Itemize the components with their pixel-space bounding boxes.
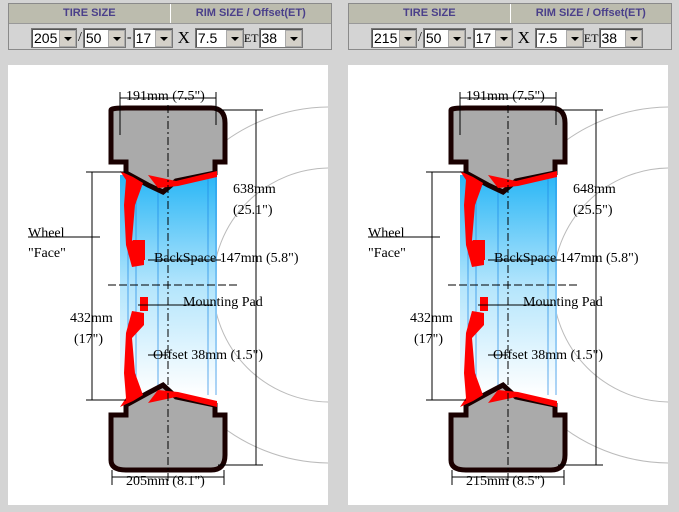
tire-width-value: 205 xyxy=(34,30,58,46)
chevron-down-icon xyxy=(284,29,302,47)
mounting-pad-label: Mounting Pad xyxy=(183,295,263,310)
tire-width-value: 215 xyxy=(374,30,398,46)
rim-width-value: 7.5 xyxy=(197,30,218,46)
mounting-pad-label: Mounting Pad xyxy=(523,295,603,310)
separator: - xyxy=(466,30,472,45)
chevron-down-icon xyxy=(494,29,512,47)
offset-value: 38 xyxy=(601,30,618,46)
tire-size-header: TIRE SIZE xyxy=(349,4,511,23)
chevron-down-icon xyxy=(154,29,172,47)
et-label: ET xyxy=(583,30,599,45)
diameter-value: 17 xyxy=(475,30,492,46)
mounting-pad xyxy=(473,240,485,260)
chevron-down-icon xyxy=(399,29,416,47)
wheel-diameter-in: (17") xyxy=(414,332,443,347)
wheel-spoke xyxy=(460,171,484,267)
wheel-diameter-in: (17") xyxy=(74,332,103,347)
offset-select[interactable]: 38 xyxy=(258,28,303,48)
et-label: ET xyxy=(243,30,259,45)
chevron-down-icon xyxy=(565,29,583,47)
aspect-value: 50 xyxy=(85,30,102,46)
chevron-down-icon xyxy=(225,29,243,47)
diameter-value: 17 xyxy=(135,30,152,46)
separator: - xyxy=(126,30,132,45)
wheel-diagram: 191mm (7.5") 638mm (25.1") Wheel "Face" … xyxy=(28,89,328,489)
tire-width-label: 215mm (8.5") xyxy=(466,474,545,489)
offset-label: Offset 38mm (1.5") xyxy=(493,348,603,363)
tire-diameter-mm: 648mm xyxy=(573,182,616,197)
rim-width-label: 191mm (7.5") xyxy=(466,89,545,104)
separator: / xyxy=(418,30,422,45)
chevron-down-icon xyxy=(624,29,642,47)
wheel-spoke xyxy=(460,311,484,407)
rim-width-select[interactable]: 7.5 xyxy=(534,28,584,48)
tire-width-select[interactable]: 205 xyxy=(31,28,77,48)
aspect-value: 50 xyxy=(425,30,442,46)
tire-diameter-mm: 638mm xyxy=(233,182,276,197)
rim-size-header: RIM SIZE / Offset(ET) xyxy=(535,7,646,19)
tire-diameter-in: (25.5") xyxy=(573,203,613,218)
tire-diameter-in: (25.1") xyxy=(233,203,273,218)
aspect-ratio-select[interactable]: 50 xyxy=(422,28,466,48)
wheel-diagram: 191mm (7.5") 648mm (25.5") Wheel "Face" … xyxy=(368,89,668,489)
backspace-label: BackSpace 147mm (5.8") xyxy=(154,251,299,266)
tire-width-select[interactable]: 215 xyxy=(371,28,417,48)
wheel-diameter-mm: 432mm xyxy=(70,311,113,326)
wheel-spoke xyxy=(120,171,144,267)
backspace-label: BackSpace 147mm (5.8") xyxy=(494,251,639,266)
wheel-face-label-2: "Face" xyxy=(368,246,406,261)
tire-size-header: TIRE SIZE xyxy=(9,4,171,23)
rim-width-select[interactable]: 7.5 xyxy=(194,28,244,48)
wheel-face-label-2: "Face" xyxy=(28,246,66,261)
rim-diameter-select[interactable]: 17 xyxy=(132,28,173,48)
rim-width-label: 191mm (7.5") xyxy=(126,89,205,104)
chevron-down-icon xyxy=(107,29,125,47)
tire-width-label: 205mm (8.1") xyxy=(126,474,205,489)
wheel-spoke xyxy=(120,311,144,407)
wheel-face-label: Wheel xyxy=(28,226,65,241)
x-label: X xyxy=(177,28,190,47)
mounting-pad xyxy=(133,240,145,260)
rim-width-value: 7.5 xyxy=(537,30,558,46)
chevron-down-icon xyxy=(447,29,465,47)
wheel-diameter-mm: 432mm xyxy=(410,311,453,326)
rim-size-header: RIM SIZE / Offset(ET) xyxy=(195,7,306,19)
rim-diameter-select[interactable]: 17 xyxy=(472,28,513,48)
offset-label: Offset 38mm (1.5") xyxy=(153,348,263,363)
x-label: X xyxy=(517,28,530,47)
offset-value: 38 xyxy=(261,30,278,46)
chevron-down-icon xyxy=(59,29,76,47)
right-diagram-panel: 191mm (7.5") 648mm (25.5") Wheel "Face" … xyxy=(348,65,668,505)
aspect-ratio-select[interactable]: 50 xyxy=(82,28,126,48)
wheel-face-label: Wheel xyxy=(368,226,405,241)
left-diagram-panel: 191mm (7.5") 638mm (25.1") Wheel "Face" … xyxy=(8,65,328,505)
offset-select[interactable]: 38 xyxy=(598,28,643,48)
separator: / xyxy=(78,30,82,45)
